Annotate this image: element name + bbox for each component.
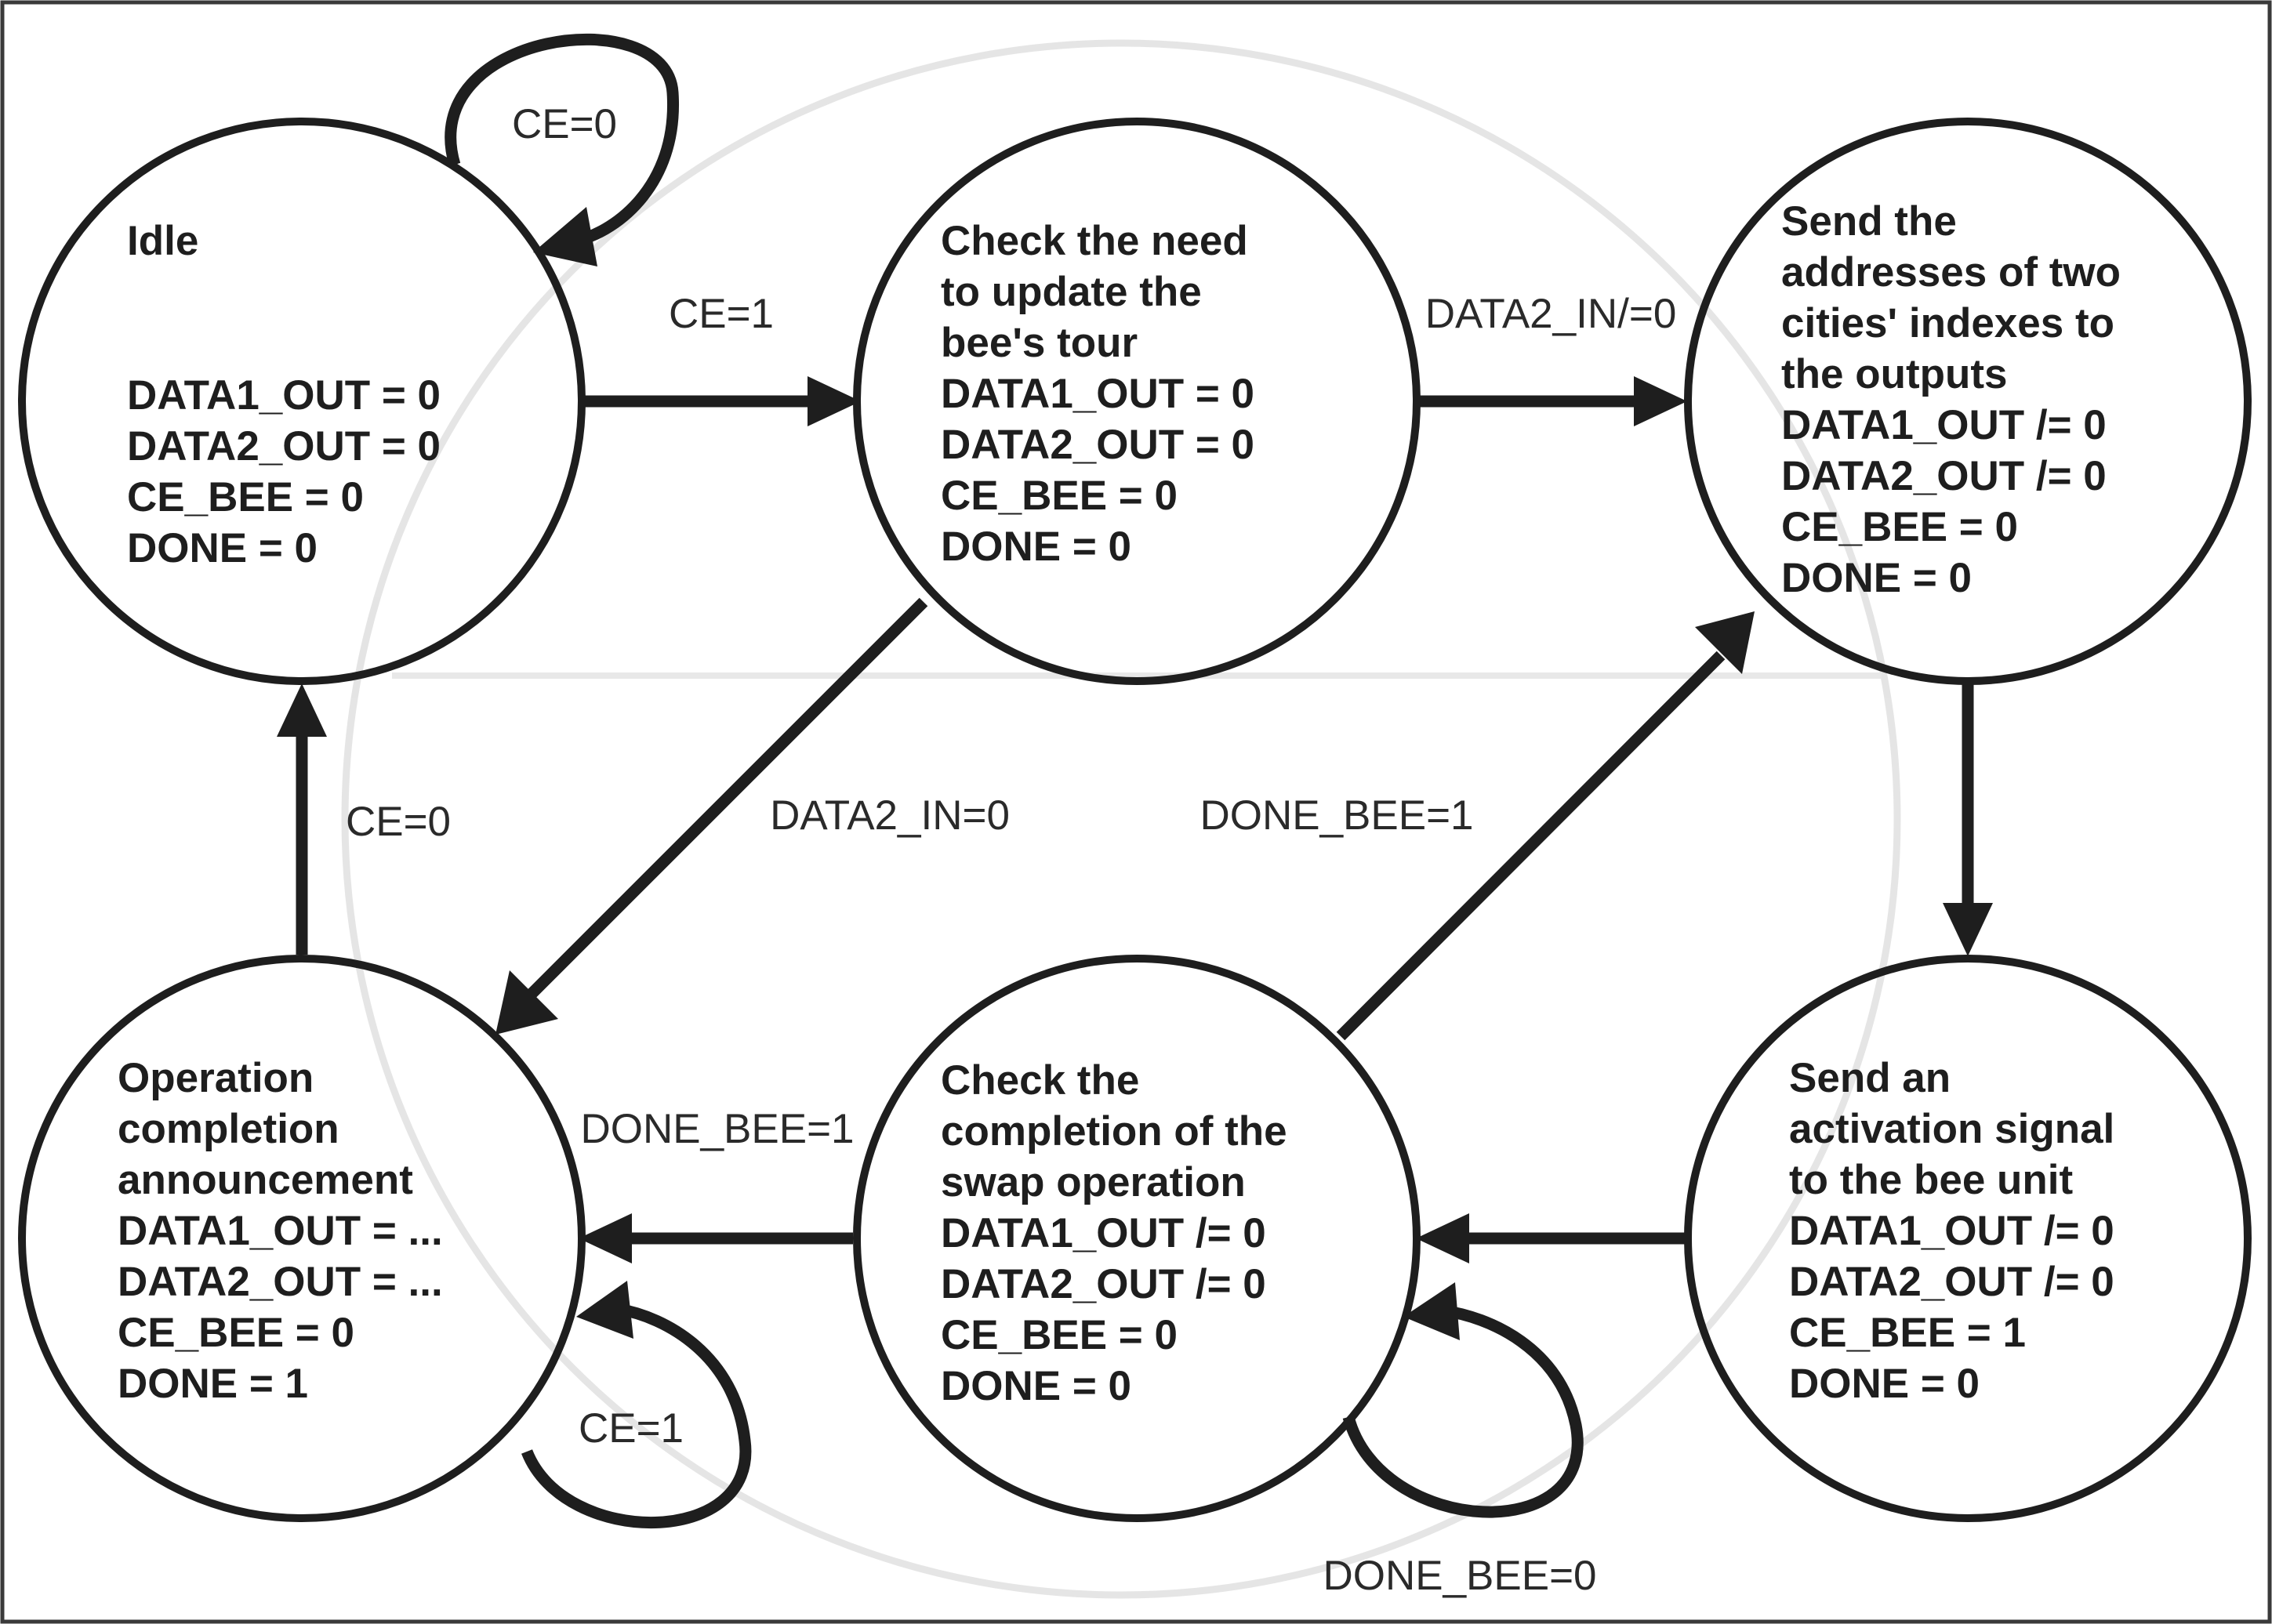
state-check-update-line: Check the need [941, 218, 1248, 264]
state-check-swap-line: swap operation [941, 1159, 1246, 1205]
state-check-swap-line: CE_BEE = 0 [941, 1312, 1178, 1358]
self-loop-completion [521, 1303, 752, 1529]
state-send-addresses-line: the outputs [1781, 351, 2008, 397]
state-send-addresses-line: CE_BEE = 0 [1781, 504, 2018, 550]
arrowhead-self-loop-idle [533, 207, 597, 266]
state-completion-circle [18, 955, 586, 1522]
state-send-activation-line: Send an [1789, 1055, 1951, 1101]
edge-check-update-to-completion [525, 597, 928, 1000]
state-send-activation-line: DONE = 0 [1789, 1361, 1980, 1407]
arrowhead-check-update-to-send-addresses [1634, 376, 1687, 426]
watermark-ring [341, 39, 1901, 1599]
state-check-swap-line: DATA1_OUT /= 0 [941, 1210, 1266, 1256]
state-send-addresses-line: DATA1_OUT /= 0 [1781, 402, 2107, 448]
label-idle-self-loop: CE=0 [512, 101, 617, 147]
arrowhead-self-loop-check-swap [1403, 1282, 1460, 1340]
state-send-activation: Send an activation signal to the bee uni… [1789, 1055, 2114, 1407]
state-check-update-line: to update the [941, 269, 1202, 315]
state-idle-line: DATA1_OUT = 0 [127, 372, 441, 419]
state-send-activation-line: to the bee unit [1789, 1157, 2073, 1203]
state-completion-line: announcement [118, 1157, 413, 1203]
state-check-swap-circle [853, 955, 1421, 1522]
label-check-update-to-completion: DATA2_IN=0 [770, 792, 1010, 839]
state-send-activation-line: DATA2_OUT /= 0 [1789, 1259, 2114, 1305]
state-send-addresses-line: cities' indexes to [1781, 300, 2114, 346]
arrowhead-send-addresses-to-send-activation [1943, 903, 1993, 956]
state-check-swap: Check the completion of the swap operati… [941, 1057, 1287, 1409]
state-check-update-line: DATA1_OUT = 0 [941, 371, 1254, 417]
state-idle-circle [18, 118, 586, 685]
transition-labels: CE=0 CE=1 DATA2_IN/=0 DATA2_IN=0 DONE_BE… [346, 101, 1676, 1599]
arrowhead-idle-to-check-update [808, 376, 861, 426]
label-check-swap-to-completion: DONE_BEE=1 [580, 1106, 854, 1152]
state-send-activation-circle [1684, 955, 2252, 1522]
state-check-update-line: bee's tour [941, 320, 1138, 366]
state-send-addresses: Send the addresses of two cities' indexe… [1781, 198, 2121, 601]
state-check-swap-line: Check the [941, 1057, 1139, 1104]
label-idle-to-check-update: CE=1 [669, 291, 774, 337]
state-check-update-circle [853, 118, 1421, 685]
state-send-activation-line: DATA1_OUT /= 0 [1789, 1208, 2114, 1254]
state-completion-line: CE_BEE = 0 [118, 1310, 354, 1356]
self-loop-check-swap [1342, 1304, 1584, 1518]
state-send-addresses-circle [1684, 118, 2252, 685]
state-idle-line: CE_BEE = 0 [127, 474, 364, 520]
states: Idle DATA1_OUT = 0 DATA2_OUT = 0 CE_BEE … [18, 118, 2252, 1522]
state-completion-line: DATA2_OUT = ... [118, 1259, 443, 1305]
state-completion-line: DATA1_OUT = ... [118, 1208, 443, 1254]
arrowhead-check-swap-to-completion [579, 1213, 632, 1263]
arrowhead-check-update-to-completion [495, 970, 558, 1035]
label-completion-self-loop: CE=1 [579, 1405, 684, 1452]
state-check-update-line: CE_BEE = 0 [941, 473, 1178, 519]
state-completion: Operation completion announcement DATA1_… [118, 1055, 443, 1407]
state-check-swap-line: DONE = 0 [941, 1363, 1131, 1409]
state-send-addresses-line: DONE = 0 [1781, 555, 1972, 601]
state-idle-line: Idle [127, 218, 198, 264]
state-check-update-line: DATA2_OUT = 0 [941, 422, 1254, 468]
label-check-update-to-send-addresses: DATA2_IN/=0 [1425, 291, 1677, 337]
state-completion-line: completion [118, 1106, 339, 1152]
state-check-swap-line: completion of the [941, 1108, 1287, 1155]
state-idle-line: DATA2_OUT = 0 [127, 423, 441, 469]
state-idle-line: DONE = 0 [127, 525, 318, 571]
state-send-activation-line: activation signal [1789, 1106, 2114, 1152]
state-check-swap-line: DATA2_OUT /= 0 [941, 1261, 1266, 1307]
arrowhead-send-activation-to-check-swap [1416, 1213, 1469, 1263]
arrowhead-self-loop-completion [576, 1281, 633, 1339]
arrowhead-completion-to-idle [277, 683, 327, 737]
state-send-activation-line: CE_BEE = 1 [1789, 1310, 2026, 1356]
state-send-addresses-line: addresses of two [1781, 249, 2121, 295]
state-idle: Idle DATA1_OUT = 0 DATA2_OUT = 0 CE_BEE … [127, 218, 441, 571]
state-check-update: Check the need to update the bee's tour … [941, 218, 1254, 570]
label-check-swap-to-send-addresses: DONE_BEE=1 [1200, 792, 1473, 839]
state-completion-line: Operation [118, 1055, 314, 1101]
label-check-swap-self-loop: DONE_BEE=0 [1323, 1553, 1596, 1599]
edge-check-swap-to-send-addresses [1336, 651, 1726, 1041]
self-loop-idle [445, 33, 679, 248]
arrowhead-check-swap-to-send-addresses [1695, 611, 1755, 674]
label-completion-to-idle: CE=0 [346, 799, 451, 845]
transitions [277, 33, 1993, 1529]
watermark [341, 39, 1901, 1599]
state-completion-line: DONE = 1 [118, 1361, 308, 1407]
state-check-update-line: DONE = 0 [941, 524, 1131, 570]
state-send-addresses-line: Send the [1781, 198, 1957, 245]
state-send-addresses-line: DATA2_OUT /= 0 [1781, 453, 2107, 499]
